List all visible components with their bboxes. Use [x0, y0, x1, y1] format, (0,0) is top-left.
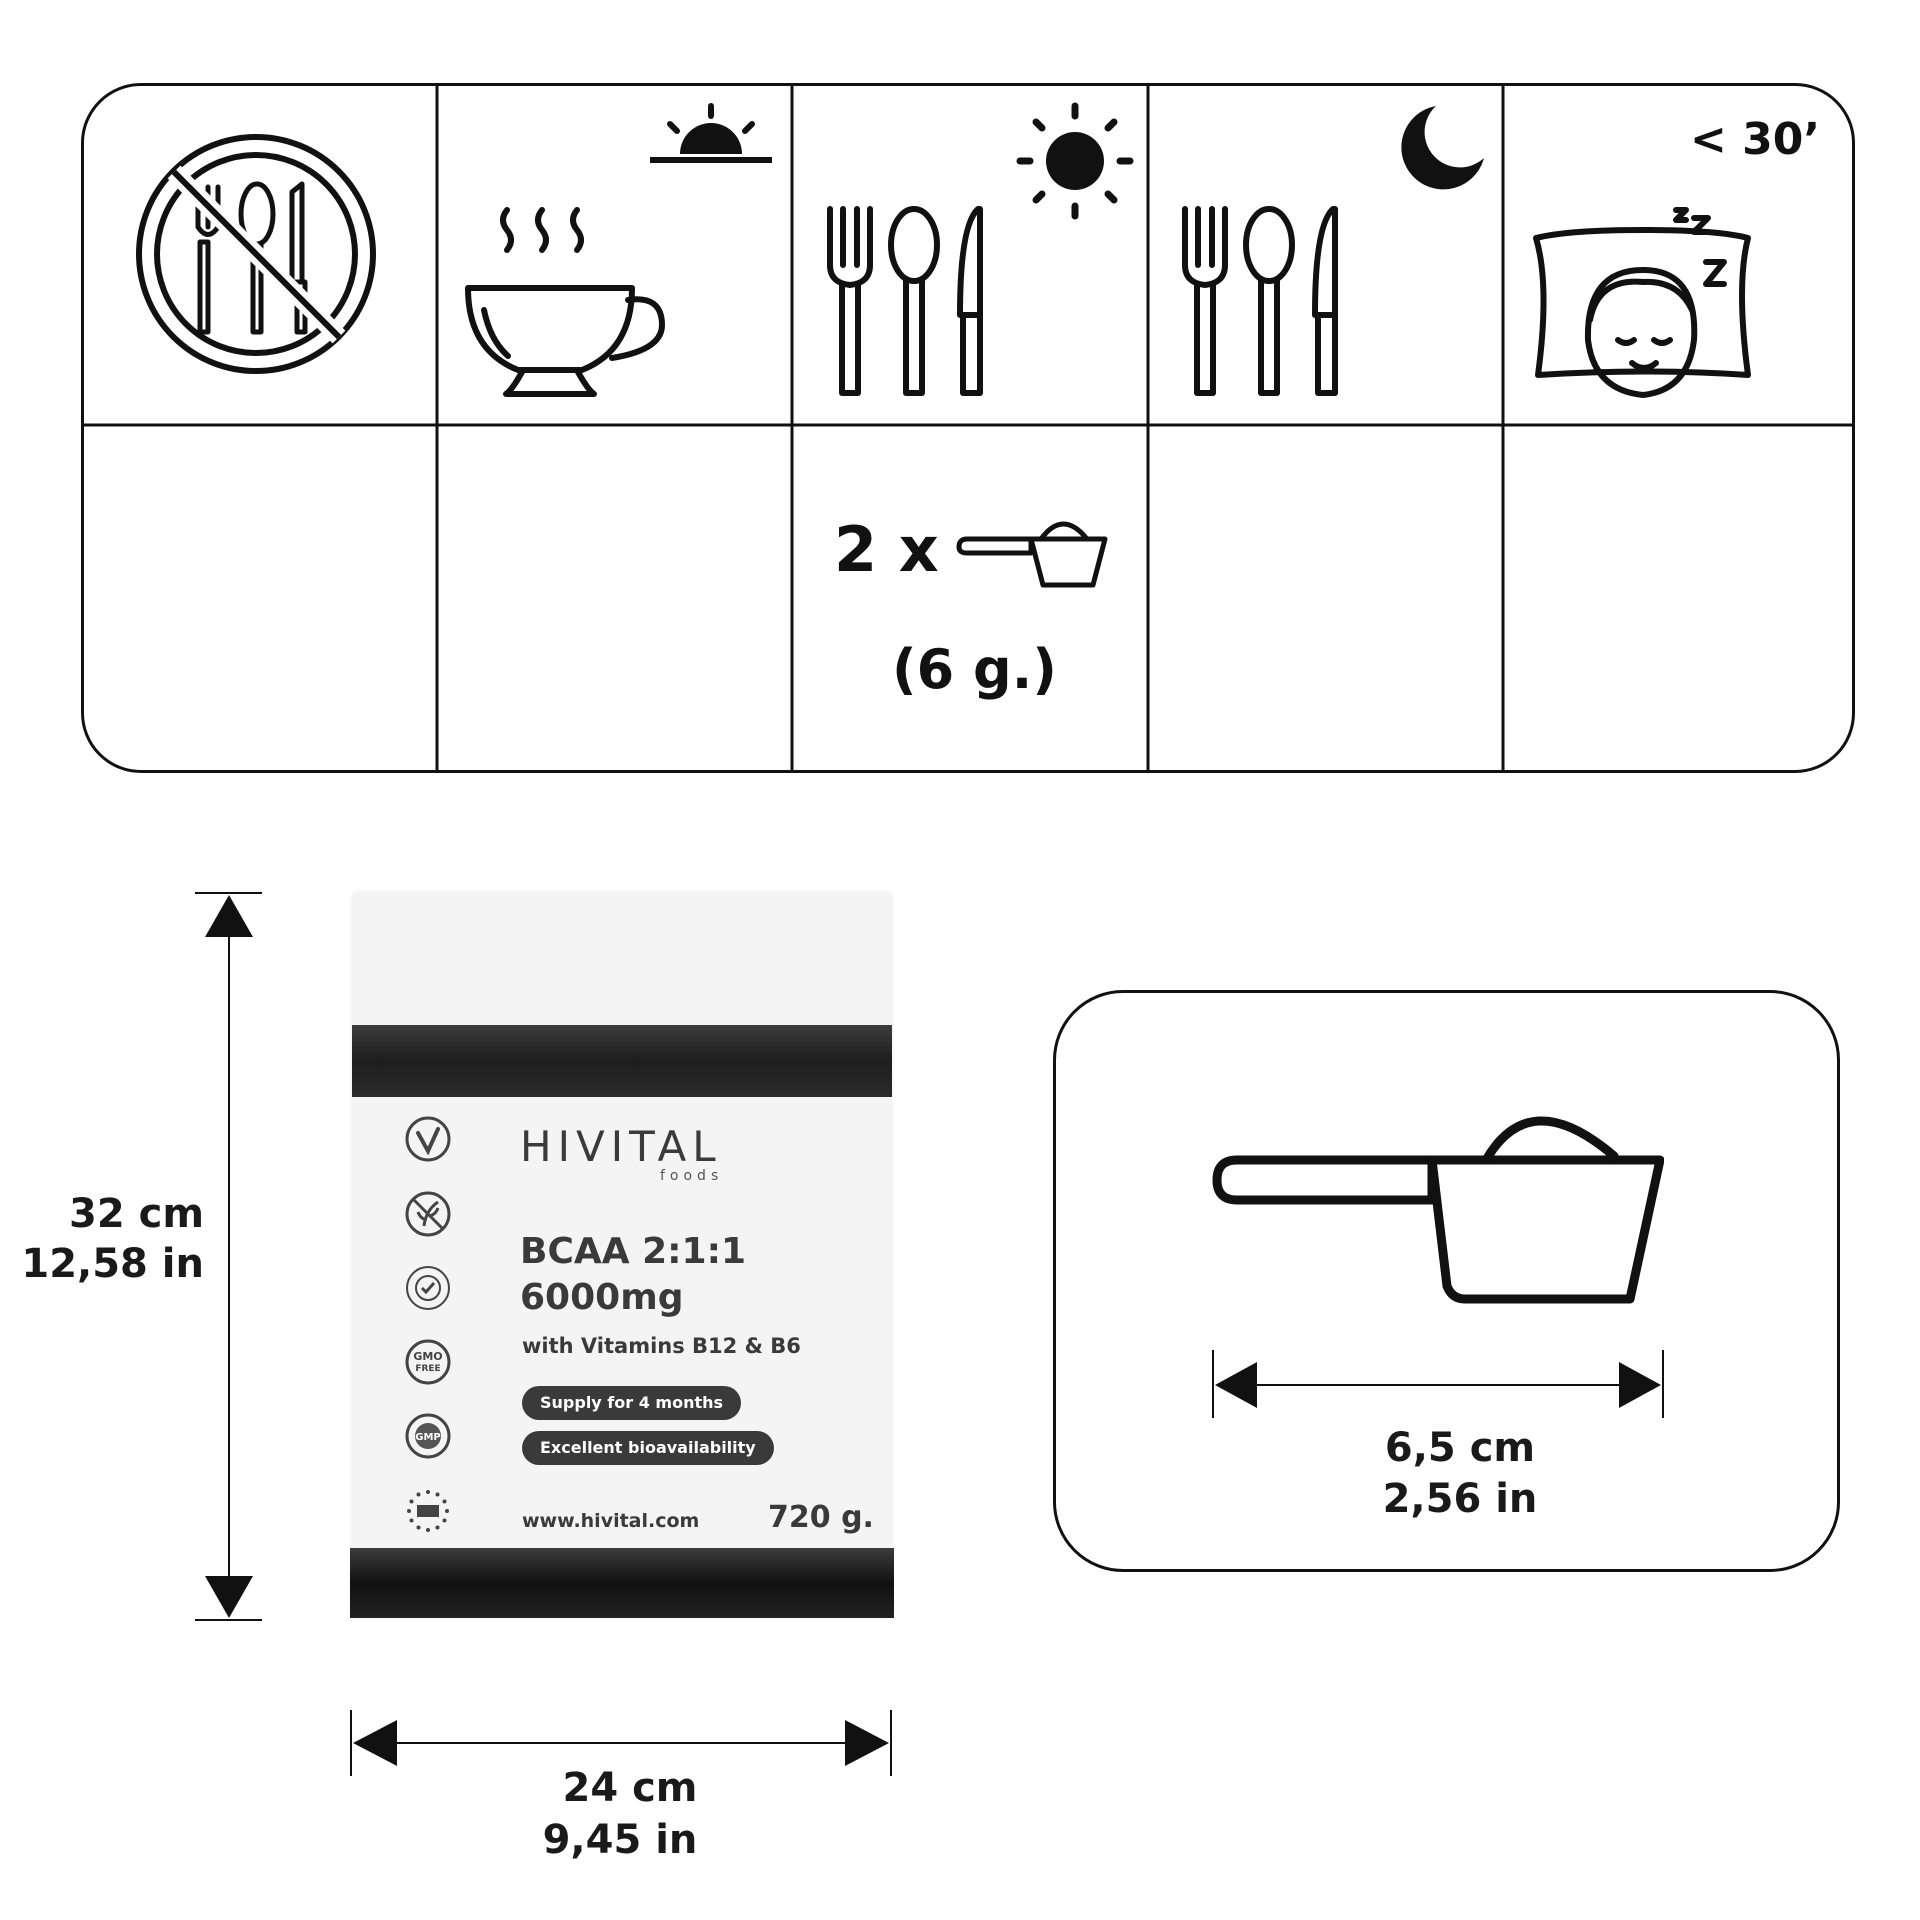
website-text: www.hivital.com [522, 1510, 700, 1532]
product-dosage: 6000mg [520, 1277, 684, 1318]
weight-text: 720 g. [768, 1500, 874, 1535]
scoop-icon [1212, 1116, 1664, 1304]
made-in-europe-icon [407, 1490, 449, 1532]
height-in-label: 12,58 in [21, 1241, 204, 1287]
gmp-icon: GMP [405, 1413, 451, 1459]
dose-amount: (6 g.) [892, 638, 1057, 701]
height-cm-label: 32 cm [69, 1191, 204, 1237]
no-food-icon [136, 134, 376, 374]
sleep-time-label: < 30’ [1690, 114, 1821, 165]
cutlery-icon [827, 206, 983, 396]
scoop-cm-label: 6,5 cm [1384, 1425, 1536, 1471]
pouch-bottom-band [350, 1548, 894, 1618]
moon-icon [1401, 106, 1484, 190]
dosage-schedule-table [81, 83, 1855, 773]
svg-text:GMP: GMP [415, 1432, 441, 1443]
svg-text:FREE: FREE [415, 1364, 440, 1374]
scoop-in-label: 2,56 in [1382, 1476, 1538, 1522]
cutlery-icon [1182, 206, 1338, 396]
brand-logo: HIVITAL [520, 1122, 722, 1171]
product-pouch [352, 892, 892, 1618]
vegan-icon [405, 1116, 451, 1162]
brand-subtitle: foods [660, 1168, 724, 1184]
coffee-cup-icon [465, 207, 665, 397]
product-name: BCAA 2:1:1 [520, 1231, 747, 1272]
width-cm-label: 24 cm [562, 1765, 698, 1811]
scoop-icon [956, 521, 1108, 588]
scoop-size-card [1053, 990, 1840, 1572]
bioavailability-badge: Excellent bioavailability [522, 1431, 774, 1465]
sleeping-person-icon [1533, 207, 1751, 398]
gluten-free-icon [405, 1191, 451, 1237]
width-in-label: 9,45 in [542, 1817, 698, 1863]
gmo-free-icon: GMO FREE [405, 1339, 451, 1385]
supply-badge: Supply for 4 months [522, 1386, 742, 1420]
preservatives-free-icon [406, 1266, 450, 1310]
sunrise-icon [650, 103, 772, 163]
dose-multiplier: 2 x [834, 513, 939, 586]
svg-text:GMO: GMO [413, 1350, 442, 1363]
pouch-top-band [352, 1025, 892, 1097]
product-subtitle: with Vitamins B12 & B6 [522, 1334, 801, 1358]
sun-icon [1016, 102, 1134, 220]
